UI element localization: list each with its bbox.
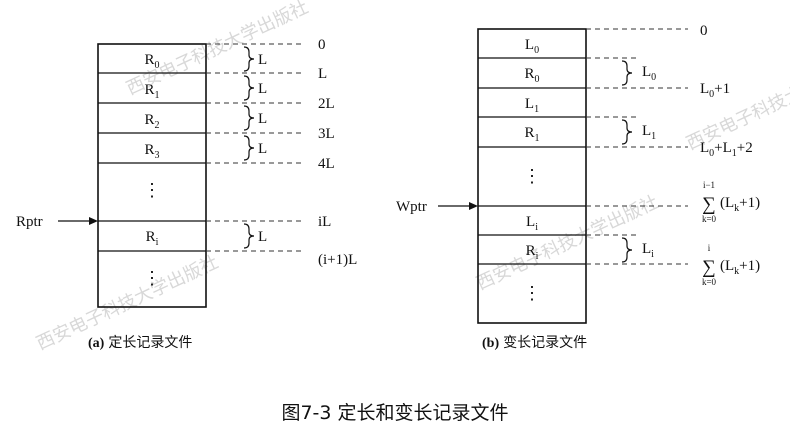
- ellipsis-vertical: ⋮: [143, 268, 161, 288]
- offset-label: (i+1)L: [318, 252, 357, 268]
- length-field-label: L1: [525, 96, 539, 115]
- record-label: R0: [524, 66, 539, 85]
- record-label: R1: [144, 82, 159, 101]
- brace-label: L: [258, 81, 267, 97]
- brace-icon: [243, 105, 255, 131]
- variable-file-box: [477, 28, 587, 324]
- watermark-text: 西安电子科技大学出版社: [473, 192, 661, 295]
- brace-label: Li: [642, 241, 654, 260]
- offset-label: 3L: [318, 126, 335, 142]
- sum-offset-label: i ∑ k=0 (Lk+1): [702, 243, 760, 287]
- record-label: R3: [144, 142, 159, 161]
- brace-label: L: [258, 141, 267, 157]
- record-label: Ri: [146, 229, 159, 248]
- ellipsis-vertical: ⋮: [143, 180, 161, 200]
- variable-length-file: L0 R0 L1 R1 Li Ri ⋮ ⋮ L0 L1 Li 0 L0+1 L0…: [396, 23, 760, 351]
- ellipsis-vertical: ⋮: [523, 283, 541, 303]
- sum-upper-limit: i: [708, 243, 711, 253]
- caption-b: (b)变长记录文件: [482, 335, 587, 351]
- record-label: R1: [524, 125, 539, 144]
- offset-label: 2L: [318, 96, 335, 112]
- brace-icon: [243, 135, 255, 161]
- offset-label: L0+L1+2: [700, 140, 753, 159]
- arrow-head-icon: [469, 202, 478, 210]
- sum-lower-limit: k=0: [702, 214, 717, 224]
- offset-label: L: [318, 66, 327, 82]
- brace-icon: [243, 75, 255, 101]
- ellipsis-vertical: ⋮: [523, 166, 541, 186]
- fixed-file-box: [97, 43, 207, 308]
- sum-expression: (Lk+1): [720, 258, 760, 277]
- offset-label: 4L: [318, 156, 335, 172]
- sum-offset-label: i−1 ∑ k=0 (Lk+1): [702, 180, 760, 224]
- brace-label: L: [258, 52, 267, 68]
- record-label: Ri: [526, 243, 539, 262]
- sum-lower-limit: k=0: [702, 277, 717, 287]
- length-field-label: L0: [525, 37, 539, 56]
- sum-icon: ∑: [702, 257, 716, 278]
- brace-label: L: [258, 111, 267, 127]
- write-pointer-label: Wptr: [396, 199, 427, 215]
- brace-icon: [243, 223, 255, 249]
- brace-icon: [243, 46, 255, 72]
- brace-label: L1: [642, 123, 656, 142]
- record-label: R0: [144, 52, 159, 71]
- sum-icon: ∑: [702, 194, 716, 215]
- record-label: R2: [144, 112, 159, 131]
- sum-upper-limit: i−1: [703, 180, 715, 190]
- fixed-length-file: R0 R1 R2 R3 Ri ⋮ ⋮ L L L L L 0 L 2L 3L 4…: [16, 37, 357, 351]
- caption-a: (a)定长记录文件: [88, 335, 192, 351]
- length-field-label: Li: [526, 214, 538, 233]
- brace-label: L: [258, 229, 267, 245]
- brace-icon: [621, 119, 633, 145]
- offset-label: L0+1: [700, 81, 730, 100]
- brace-icon: [621, 60, 633, 86]
- offset-label: iL: [318, 214, 331, 230]
- offset-label: 0: [318, 37, 326, 53]
- figure-caption: 图7-3 定长和变长记录文件: [281, 402, 508, 424]
- sum-expression: (Lk+1): [720, 195, 760, 214]
- arrow-head-icon: [89, 217, 98, 225]
- brace-icon: [621, 237, 633, 263]
- read-pointer-label: Rptr: [16, 214, 43, 230]
- brace-label: L0: [642, 64, 656, 83]
- offset-label: 0: [700, 23, 708, 39]
